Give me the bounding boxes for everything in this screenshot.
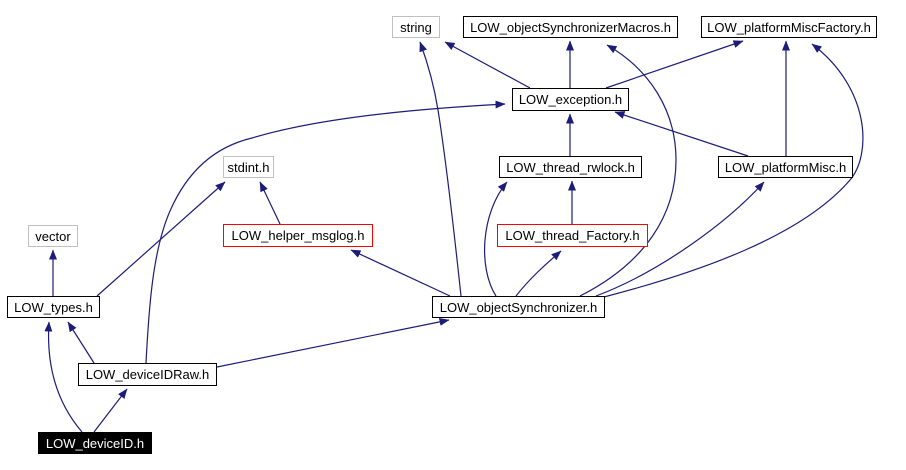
edge-low-device-id-raw-to-low-exception bbox=[145, 100, 506, 364]
node-stdint: stdint.h bbox=[223, 156, 274, 178]
edge-low-device-id-raw-to-low-types bbox=[67, 321, 95, 364]
edge-low-object-synchronizer-to-string bbox=[419, 41, 462, 297]
node-low-platform-misc-factory[interactable]: LOW_platformMiscFactory.h bbox=[701, 16, 877, 38]
edge-low-types-to-stdint bbox=[96, 181, 226, 297]
edge-low-exception-to-string bbox=[444, 41, 531, 89]
node-low-device-id: LOW_deviceID.h bbox=[38, 432, 152, 454]
edge-low-device-id-raw-to-low-object-synchronizer bbox=[216, 317, 450, 368]
edge-low-device-id-to-low-types bbox=[44, 321, 83, 433]
edge-low-object-synchronizer-to-low-helper-msglog bbox=[350, 249, 451, 297]
node-string: string bbox=[392, 16, 440, 38]
node-low-object-synchronizer-macros[interactable]: LOW_objectSynchronizerMacros.h bbox=[463, 16, 678, 38]
node-low-types[interactable]: LOW_types.h bbox=[7, 296, 100, 318]
node-low-platform-misc[interactable]: LOW_platformMisc.h bbox=[718, 156, 853, 178]
node-low-object-synchronizer[interactable]: LOW_objectSynchronizer.h bbox=[432, 296, 605, 318]
node-vector: vector bbox=[28, 225, 78, 247]
edge-low-platform-misc-to-low-exception bbox=[614, 111, 749, 157]
edge-low-object-synchronizer-to-low-object-synchronizer-macros bbox=[579, 44, 677, 297]
edge-low-device-id-to-low-device-id-raw bbox=[93, 388, 128, 433]
edge-low-helper-msglog-to-stdint bbox=[259, 181, 281, 225]
node-low-device-id-raw[interactable]: LOW_deviceIDRaw.h bbox=[78, 363, 217, 386]
edge-low-object-synchronizer-to-low-thread-factory bbox=[515, 250, 562, 297]
edge-low-object-synchronizer-to-low-platform-misc bbox=[595, 181, 765, 297]
node-low-exception[interactable]: LOW_exception.h bbox=[512, 88, 629, 111]
node-low-thread-rwlock[interactable]: LOW_thread_rwlock.h bbox=[499, 156, 642, 178]
edge-low-exception-to-low-platform-misc-factory bbox=[605, 40, 744, 89]
edge-low-object-synchronizer-to-low-platform-misc-factory bbox=[603, 43, 864, 298]
node-low-thread-factory[interactable]: LOW_thread_Factory.h bbox=[497, 224, 648, 247]
edge-low-object-synchronizer-to-low-thread-rwlock bbox=[483, 181, 508, 297]
node-low-helper-msglog[interactable]: LOW_helper_msglog.h bbox=[223, 224, 373, 247]
